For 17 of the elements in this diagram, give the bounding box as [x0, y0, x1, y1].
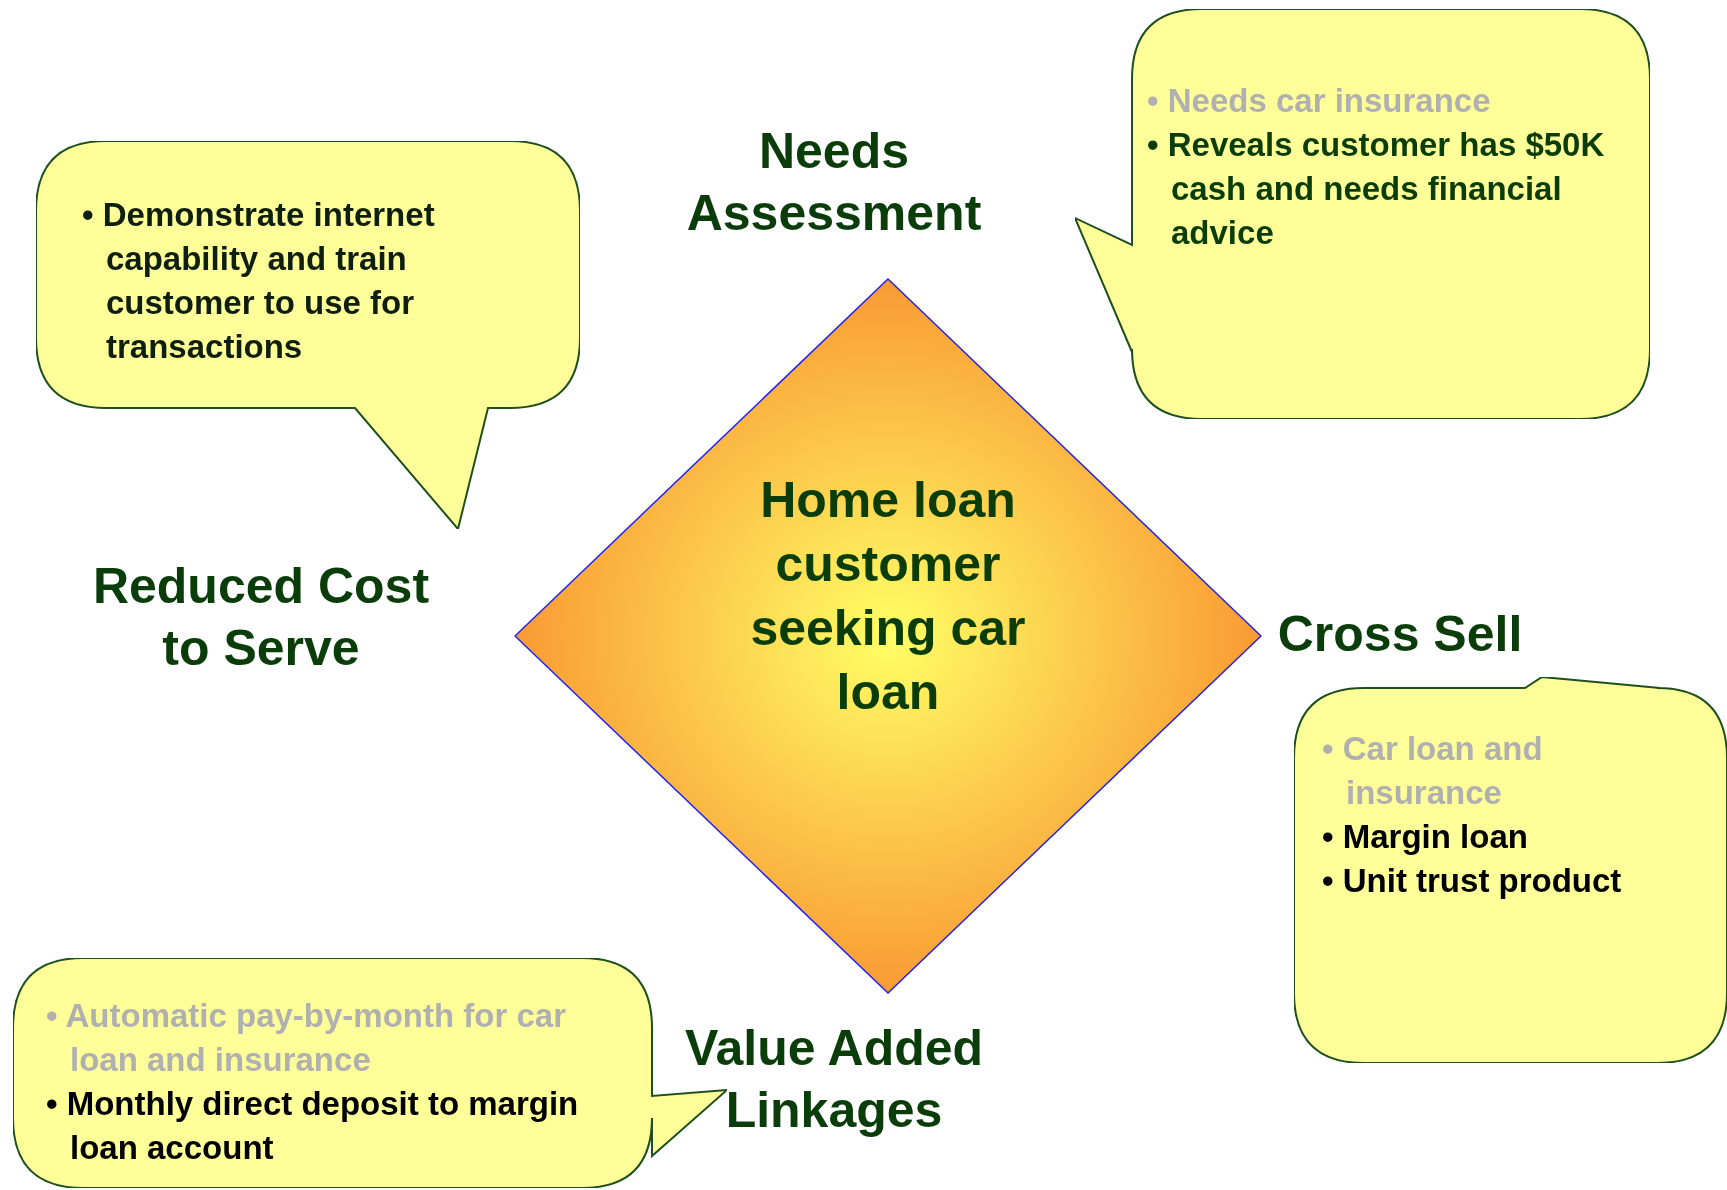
bullet-point: • Margin loan [1322, 817, 1529, 857]
speech-bubble [1075, 9, 1650, 419]
bullet-point: • Car loan and insurance [1322, 729, 1544, 813]
bullet-point: • Monthly direct deposit to margin loan account [46, 1084, 580, 1168]
speech-bubble [1294, 677, 1727, 1063]
heading-label: Value Added Linkages [683, 1019, 985, 1140]
heading-label: Cross Sell [1276, 605, 1524, 664]
bullet-point: • Automatic pay-by-month for car loan and insurance [46, 996, 568, 1080]
bullet-point: • Demonstrate internet capability and train customer to use for transactions [82, 195, 436, 367]
bullet-point: • Unit trust product [1322, 861, 1623, 901]
diamond-label: Home loan customer seeking car loan [749, 471, 1027, 722]
heading-label: Reduced Cost to Serve [91, 557, 431, 678]
bullet-point: • Needs car insurance [1147, 81, 1492, 121]
heading-label: Needs Assessment [685, 122, 983, 243]
speech-bubble [36, 141, 580, 529]
center-diamond [514, 278, 1262, 994]
bullet-point: • Reveals customer has $50K cash and needs financial advice [1147, 125, 1606, 253]
